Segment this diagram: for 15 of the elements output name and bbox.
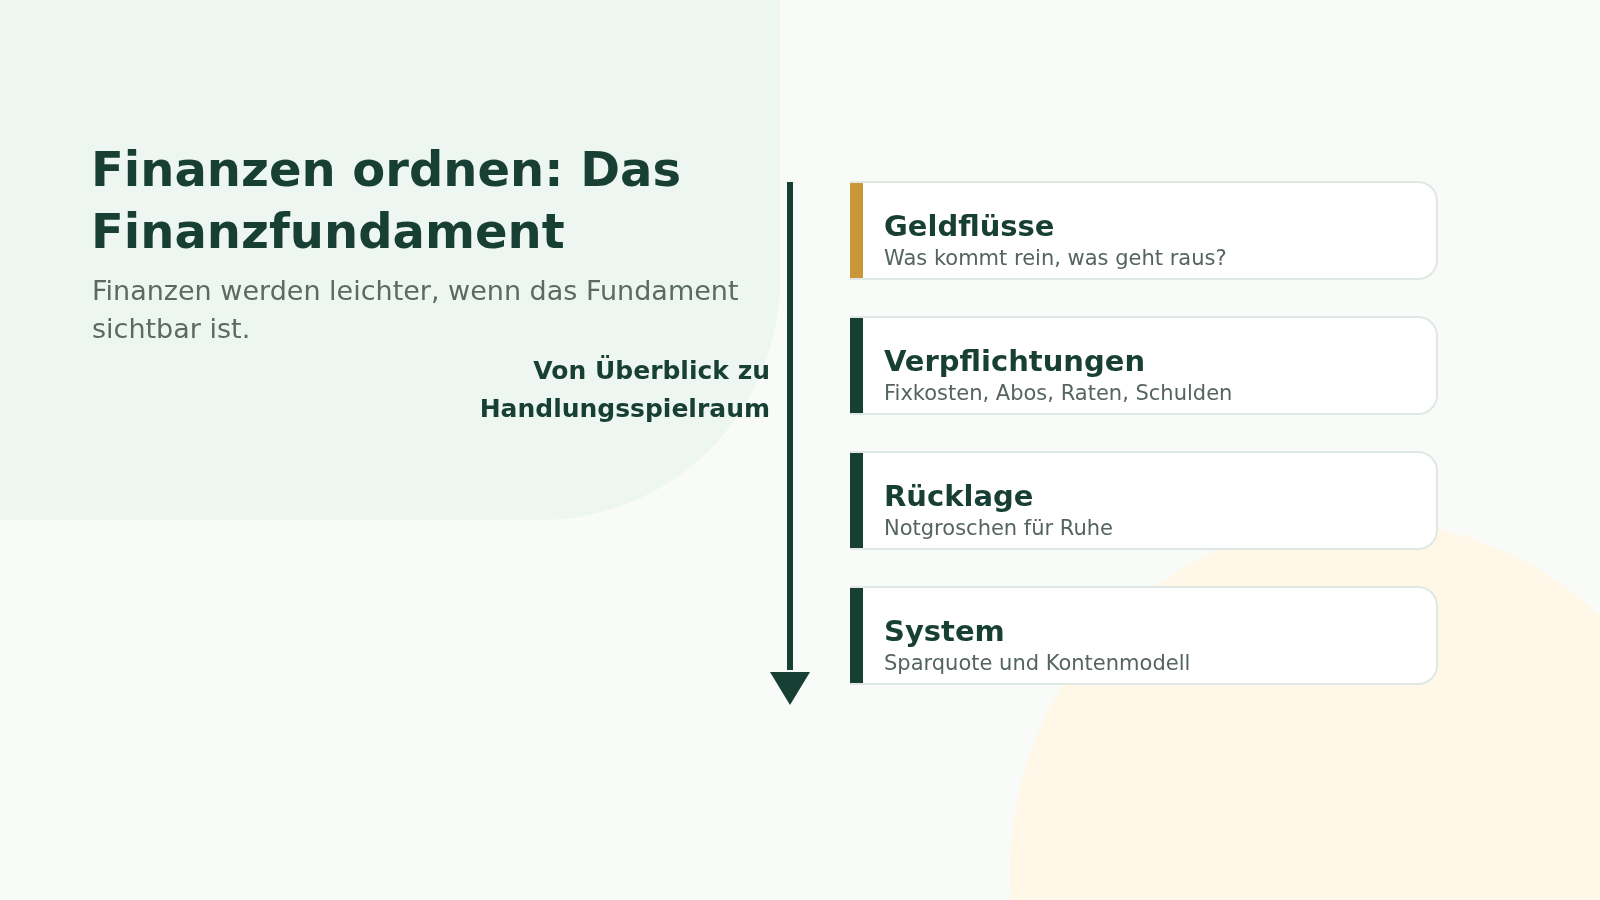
card-heading: Geldflüsse [884, 209, 1055, 243]
card [850, 316, 1438, 415]
card-description: Sparquote und Kontenmodell [884, 650, 1191, 676]
subtitle: Finanzen werden leichter, wenn das Fundament sichtbar ist. [92, 274, 740, 346]
card [850, 586, 1438, 685]
arrow-caption: Von Überblick zu Handlungsspielraum [478, 354, 770, 425]
card-description: Notgroschen für Ruhe [884, 515, 1114, 541]
card [850, 181, 1438, 280]
slide-title: Finanzen ordnen: Das Finanzfundament [91, 140, 682, 261]
card-heading: System [884, 614, 1005, 648]
card [850, 451, 1438, 550]
card-heading: Rücklage [884, 479, 1034, 513]
card-description: Fixkosten, Abos, Raten, Schulden [884, 380, 1233, 406]
card-heading: Verpflichtungen [884, 344, 1146, 378]
card-description: Was kommt rein, was geht raus? [884, 245, 1227, 271]
